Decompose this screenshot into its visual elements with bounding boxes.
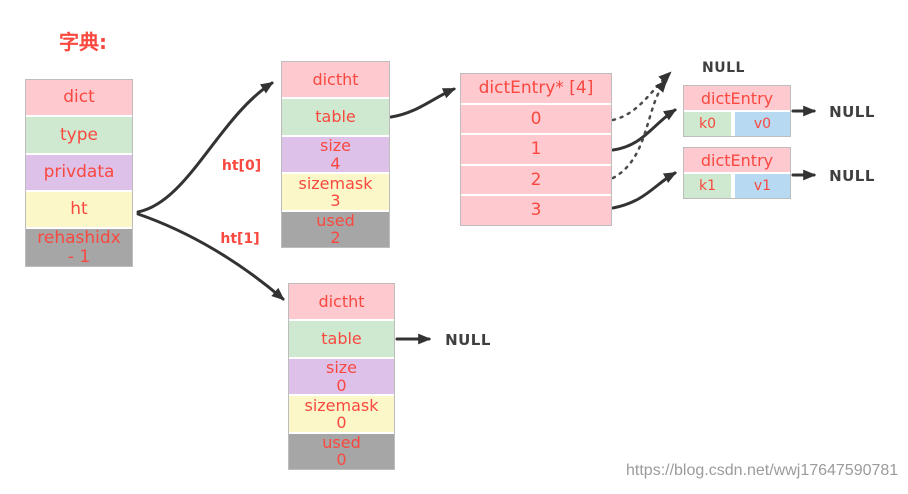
label-text: ht[0] [221, 158, 262, 174]
field-label: used [322, 433, 361, 453]
null-text: NULL [702, 60, 745, 76]
ht1-field-used: used 0 [289, 433, 394, 470]
field-label: table [315, 107, 356, 127]
slot-index: 0 [530, 108, 542, 129]
arrow-slot3-to-entry1 [611, 171, 677, 210]
arrow-slot2-to-null-dotted [611, 79, 668, 180]
dict-field-dict: dict [26, 80, 132, 116]
slot-index: 2 [530, 169, 542, 190]
entry-header: dictEntry [684, 148, 790, 172]
field-label: size [319, 136, 352, 156]
null-text: NULL [829, 102, 875, 121]
entry-key-cell: k1 [684, 174, 731, 198]
field-value: 0 [336, 412, 347, 432]
watermark-url: https://blog.csdn.net/wwj17647590781 [626, 462, 899, 479]
ht1-field-table: table [289, 321, 394, 357]
header-label: dictEntry* [4] [478, 78, 594, 99]
arrow-ht-to-ht0 [136, 81, 274, 214]
field-label: dictht [312, 70, 359, 90]
arrow-slot0-to-null-dotted [611, 71, 672, 122]
label-text: ht[1] [220, 230, 260, 247]
null-text: NULL [829, 166, 875, 185]
dictentry-array: dictEntry* [4] 0 1 2 3 [460, 73, 612, 226]
dict-field-privdata: privdata [26, 154, 132, 190]
field-label: sizemask [304, 395, 379, 415]
key-label: k0 [698, 116, 716, 132]
field-label: privdata [43, 162, 115, 183]
field-label: table [321, 329, 362, 349]
ht0-field-sizemask: sizemask 3 [282, 173, 389, 210]
entry-title: dictEntry [700, 150, 774, 170]
entry-key-cell: k0 [684, 112, 731, 136]
page-title: 字典: [59, 29, 107, 54]
value-label: v0 [753, 116, 772, 132]
entry-header: dictEntry [684, 86, 790, 110]
array-slot-0: 0 [461, 104, 611, 134]
dictentry-1: dictEntry k1 v1 [683, 147, 791, 199]
field-label: rehashidx [37, 228, 121, 249]
ht0-pointer-label: ht[0] [209, 153, 274, 179]
ht1-pointer-label: ht[1] [208, 226, 272, 251]
null-bubble-entry0-next: NULL [821, 95, 883, 128]
arrow-table-to-array [389, 87, 456, 119]
ht1-field-sizemask: sizemask 0 [289, 395, 394, 432]
field-label: type [60, 124, 98, 145]
ht0-field-table: table [282, 99, 389, 135]
field-label: dict [63, 87, 95, 108]
ht1-field-dictht: dictht [289, 284, 394, 320]
ht0-dictht-struct: dictht table size 4 sizemask 3 used 2 [281, 61, 390, 248]
ht0-field-dictht: dictht [282, 62, 389, 98]
title-bubble: 字典: [31, 22, 135, 58]
field-label: size [325, 358, 358, 378]
array-slot-2: 2 [461, 165, 611, 195]
field-value: 0 [336, 450, 347, 470]
arrow-ht-to-ht1 [136, 212, 285, 301]
dict-field-ht: ht [26, 191, 132, 228]
entry-cells: k1 v1 [684, 174, 790, 198]
ht1-dictht-struct: dictht table size 0 sizemask 0 used 0 [288, 283, 395, 470]
field-value: - 1 [67, 246, 91, 267]
null-bubble-ht1-table: NULL [437, 324, 499, 355]
field-label: used [316, 211, 355, 231]
entry-title: dictEntry [700, 88, 774, 108]
array-slot-3: 3 [461, 196, 611, 225]
field-value: 2 [330, 228, 341, 248]
field-value: 4 [330, 153, 341, 173]
value-label: v1 [753, 178, 772, 194]
dictentry-0: dictEntry k0 v0 [683, 85, 791, 137]
field-label: ht [70, 199, 88, 220]
slot-index: 3 [530, 200, 542, 221]
ht1-field-size: size 0 [289, 358, 394, 395]
dict-field-type: type [26, 117, 132, 153]
field-value: 3 [330, 190, 341, 210]
null-bubble-entry1-next: NULL [821, 159, 883, 192]
ht0-field-size: size 4 [282, 136, 389, 173]
ht0-field-used: used 2 [282, 211, 389, 248]
key-label: k1 [698, 178, 716, 194]
dict-struct: dict type privdata ht rehashidx - 1 [25, 79, 133, 267]
entry-value-cell: v0 [735, 112, 790, 136]
array-slot-1: 1 [461, 135, 611, 164]
arrow-slot1-to-entry0 [611, 108, 677, 152]
slot-index: 1 [530, 139, 542, 160]
entry-cells: k0 v0 [684, 112, 790, 136]
null-text: NULL [445, 330, 491, 349]
entry-value-cell: v1 [735, 174, 790, 198]
array-header: dictEntry* [4] [461, 74, 611, 103]
null-bubble-empty-slots: NULL [687, 54, 760, 82]
field-value: 0 [336, 375, 347, 395]
field-label: dictht [318, 292, 365, 312]
dict-field-rehashidx: rehashidx - 1 [26, 229, 132, 266]
field-label: sizemask [298, 173, 373, 193]
